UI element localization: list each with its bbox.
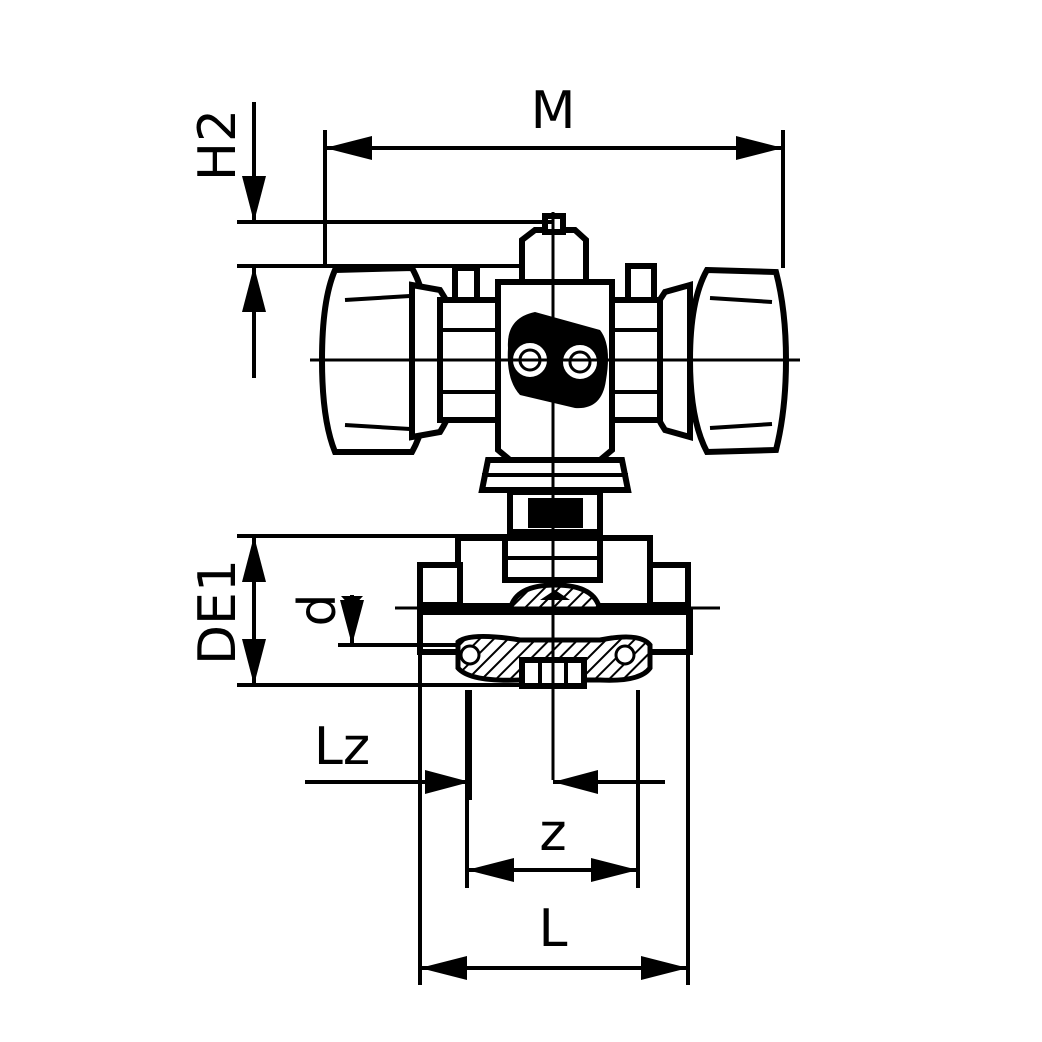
dimension-M: M	[323, 81, 785, 268]
left-socket	[417, 562, 463, 608]
label-M: M	[531, 81, 576, 141]
label-DE1: DE1	[188, 559, 248, 665]
label-L: L	[539, 899, 568, 959]
dimension-d: d	[288, 593, 458, 647]
label-H2: H2	[188, 109, 248, 181]
right-socket	[647, 562, 691, 608]
dimension-L: L	[420, 565, 690, 985]
label-Lz: Lz	[314, 717, 370, 777]
center-lines	[310, 212, 800, 780]
neck-insert	[528, 498, 583, 528]
right-lug	[625, 263, 657, 303]
dimension-DE1: DE1	[188, 534, 522, 687]
dimension-z: z	[465, 690, 640, 888]
label-z: z	[539, 803, 566, 863]
label-d: d	[288, 593, 348, 626]
left-lug	[452, 265, 480, 303]
screw-right-icon	[559, 341, 601, 383]
valve-section-view	[417, 535, 693, 689]
dimension-H2: H2	[188, 102, 553, 378]
dimension-Lz: Lz	[305, 565, 665, 985]
